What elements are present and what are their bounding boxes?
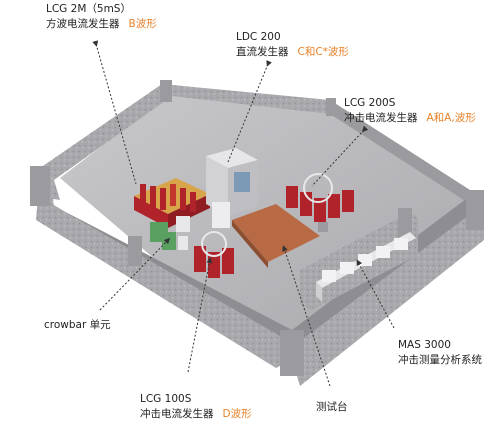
leader-mas-3000 (356, 259, 395, 329)
leader-test-bench (282, 245, 331, 387)
pillar (466, 190, 484, 230)
label-lcg-100s-wave: D波形 (222, 408, 252, 420)
label-ldc-200-wave: C和C*波形 (297, 46, 349, 58)
test-bench-side (232, 220, 268, 268)
pillar (398, 208, 412, 238)
label-crowbar-desc: crowbar 单元 (44, 319, 111, 331)
leader-lcg-2m (92, 40, 137, 185)
leader-lcg-200s (311, 125, 369, 187)
label-lcg-100s: LCG 100S 冲击电流发生器 D波形 (140, 392, 252, 422)
mas-3000-equipment (316, 232, 416, 302)
label-lcg-2m-desc: 方波电流发生器 (46, 18, 120, 30)
pillar (160, 80, 172, 102)
label-ldc-200-desc: 直流发生器 (236, 46, 289, 58)
label-lcg-100s-desc: 冲击电流发生器 (140, 408, 214, 420)
label-lcg-2m-wave: B波形 (128, 18, 157, 30)
label-mas-3000: MAS 3000 冲击测量分析系统 (398, 338, 482, 368)
label-lcg-2m-model: LCG 2M（5mS） (46, 3, 131, 15)
ldc-200-equipment (206, 148, 258, 228)
pillar (326, 98, 336, 116)
test-bench (232, 204, 320, 262)
leader-ldc-200 (227, 60, 272, 163)
lcg-200s-equipment (286, 173, 354, 232)
front-wall-left-top (38, 196, 292, 336)
pillar (30, 166, 50, 206)
leader-lcg-100s (187, 257, 213, 373)
label-ldc-200: LDC 200 直流发生器 C和C*波形 (236, 30, 349, 60)
label-test-bench: 测试台 (316, 400, 348, 415)
leader-crowbar (99, 237, 171, 311)
label-crowbar: crowbar 单元 (44, 318, 111, 333)
label-lcg-200s-model: LCG 200S (344, 97, 396, 109)
label-lcg-2m: LCG 2M（5mS） 方波电流发生器 B波形 (46, 2, 157, 32)
label-ldc-200-model: LDC 200 (236, 31, 281, 43)
label-lcg-200s: LCG 200S 冲击电流发生器 A和A,波形 (344, 96, 476, 126)
lcg-100s-equipment (194, 231, 234, 278)
label-mas-3000-model: MAS 3000 (398, 339, 451, 351)
front-wall-left (36, 196, 292, 368)
label-test-bench-desc: 测试台 (316, 401, 348, 413)
pillar (280, 330, 304, 376)
front-wall-right (292, 196, 484, 386)
pillar (128, 236, 142, 266)
label-lcg-200s-desc: 冲击电流发生器 (344, 112, 418, 124)
label-mas-3000-desc: 冲击测量分析系统 (398, 354, 482, 366)
back-wall-right (162, 84, 330, 114)
lcg-2m-equipment (134, 178, 210, 242)
label-lcg-100s-model: LCG 100S (140, 393, 192, 405)
back-wall-left (40, 84, 172, 180)
label-lcg-200s-wave: A和A,波形 (426, 112, 476, 124)
